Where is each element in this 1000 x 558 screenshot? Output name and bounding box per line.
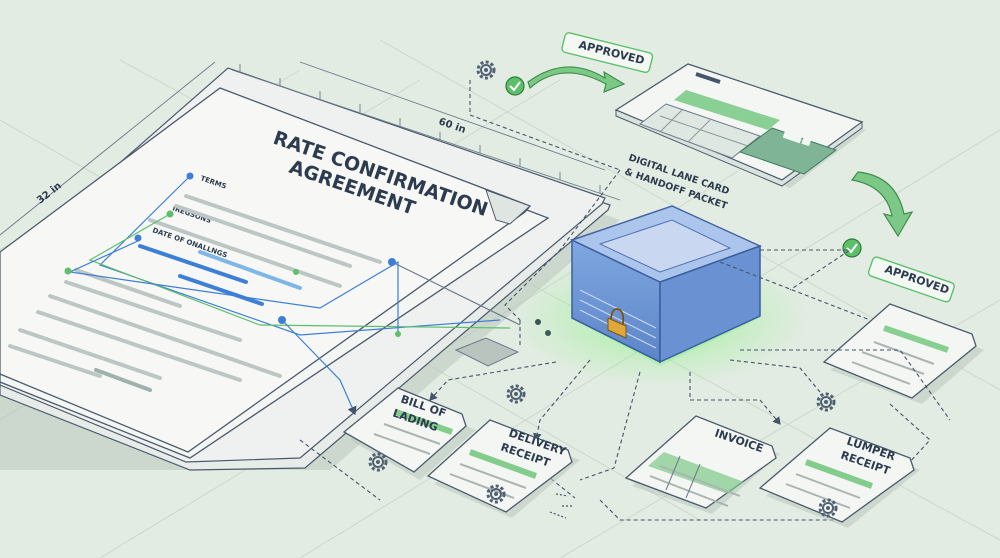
bill-of-lading-document: BILL OF LADING	[342, 387, 476, 480]
lock-icon	[607, 308, 627, 339]
flow-connectors	[299, 320, 951, 521]
field-callout-lines	[67, 175, 521, 416]
rate-confirmation-agreement-document: 60 in 32 in RATE CONFIRMATION AGREEMENT …	[0, 61, 621, 471]
signed-document-right	[822, 303, 984, 404]
approved-flow-top: APPROVED	[469, 32, 654, 171]
truck-icon	[782, 128, 812, 147]
invoice-document: INVOICE	[624, 415, 780, 514]
height-dimension-label: 32 in	[35, 180, 64, 206]
agreement-body-lines	[8, 194, 382, 392]
lumper-receipt-document: LUMPER RECEIPT	[758, 427, 920, 528]
secure-document-vault	[510, 205, 810, 388]
gear-icon	[368, 452, 388, 472]
small-slab	[454, 337, 520, 367]
gear-icon	[816, 392, 836, 412]
gear-icon	[506, 384, 526, 404]
gear-icon	[476, 60, 496, 80]
